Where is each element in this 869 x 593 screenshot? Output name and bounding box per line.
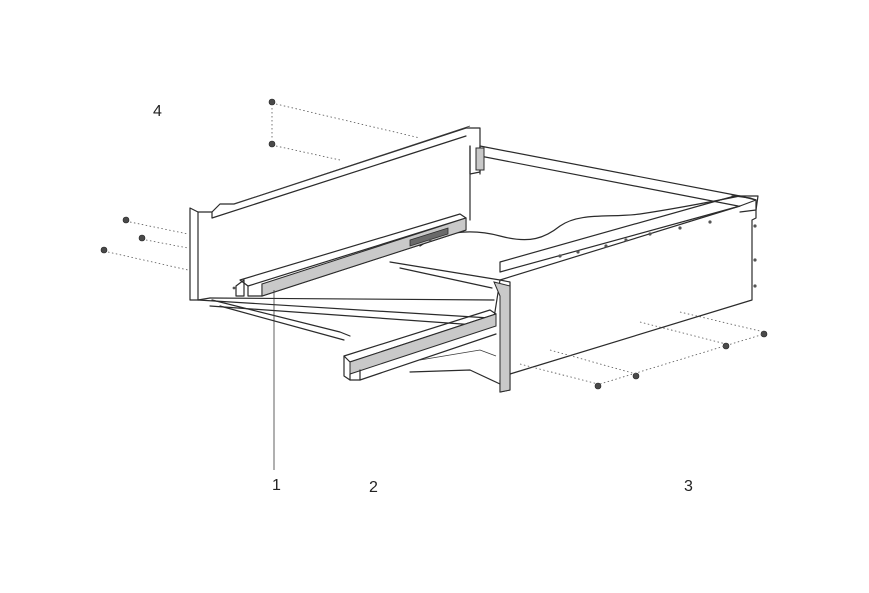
rear-panel xyxy=(189,125,481,301)
left-screws xyxy=(100,216,189,271)
lower-slide-rail xyxy=(343,309,501,385)
right-side-panel xyxy=(475,145,759,375)
bottom-right-screws xyxy=(519,311,768,390)
upper-slide-rail xyxy=(235,213,467,297)
callout-1: 1 xyxy=(272,477,281,494)
callout-3: 3 xyxy=(684,478,693,495)
inner-drawer-edge-lower xyxy=(399,267,493,289)
callout-2: 2 xyxy=(369,479,378,496)
bottom-panel-curve xyxy=(419,195,741,247)
side-panel-holes xyxy=(232,220,757,290)
left-bottom-flange xyxy=(211,299,351,341)
top-screws xyxy=(268,98,421,161)
callout-4: 4 xyxy=(153,103,162,120)
inner-drawer-edge xyxy=(389,205,741,281)
